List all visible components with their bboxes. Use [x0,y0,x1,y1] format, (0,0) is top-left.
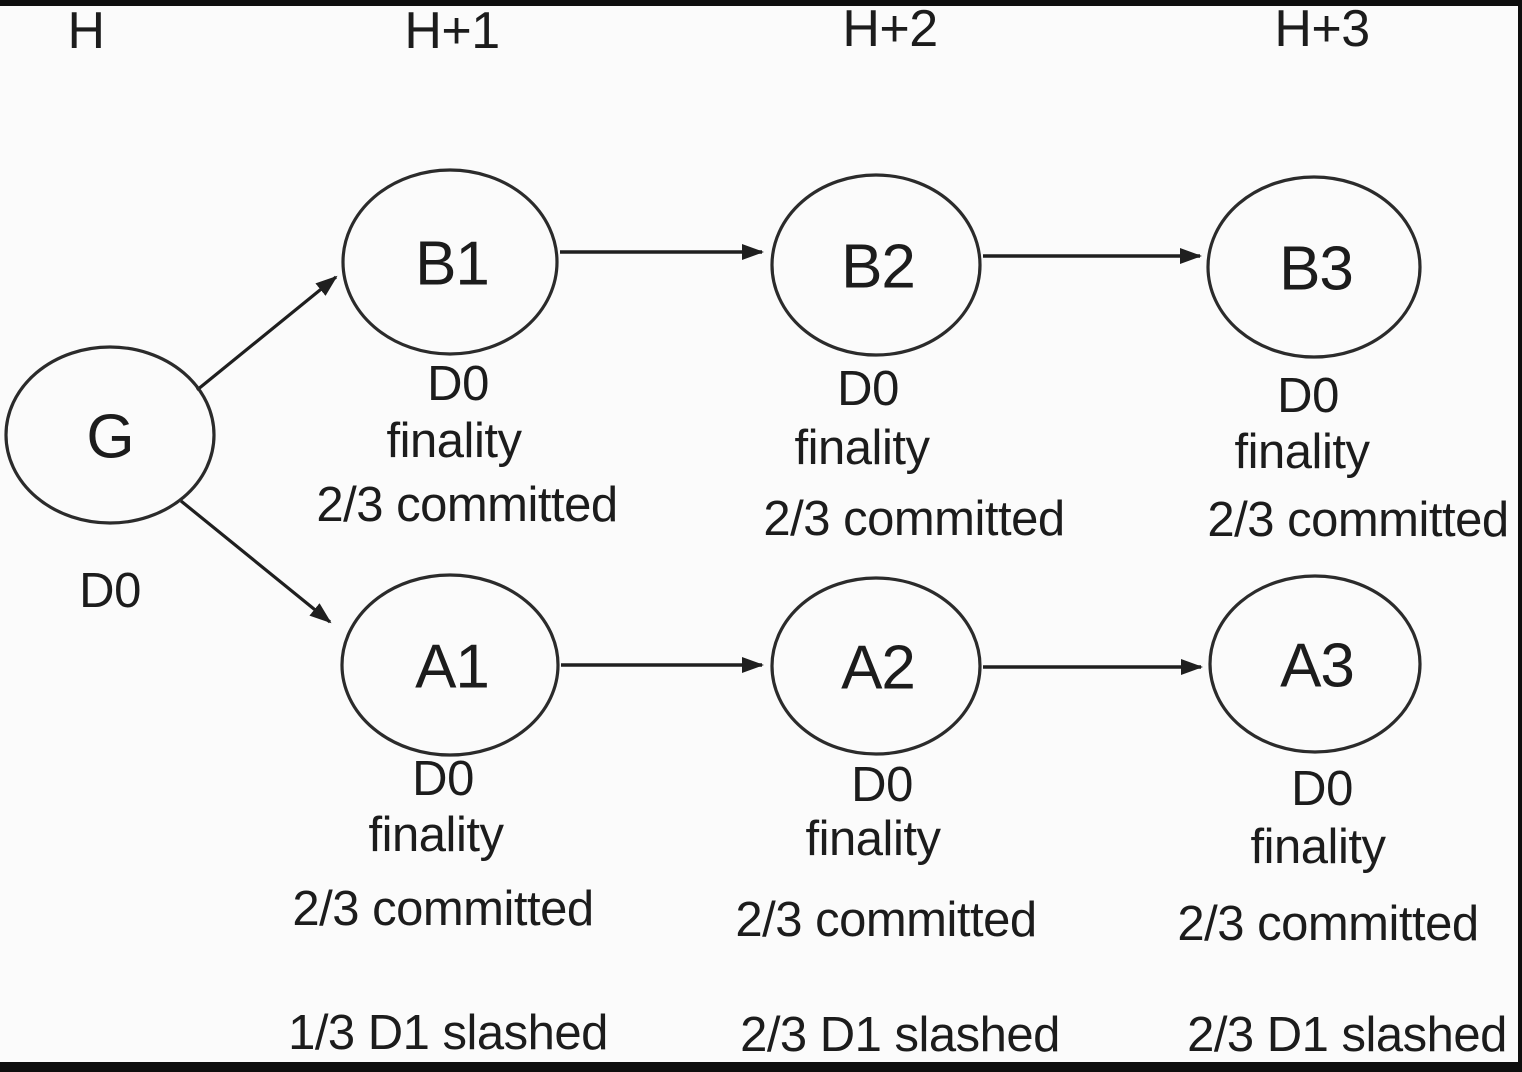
b3-deposit-label: D0 [1277,369,1339,423]
b2-deposit-label: D0 [837,362,899,416]
a1-finality-label: finality [368,808,504,862]
node-a2-label: A2 [841,633,916,703]
timeline-label-h: H [67,2,105,60]
a2-slashed-label: 2/3 D1 slashed [740,1008,1060,1062]
b1-deposit-label: D0 [427,357,489,411]
node-b2-label: B2 [841,232,916,302]
genesis-deposit-label: D0 [79,564,141,618]
node-a1-label: A1 [415,632,490,702]
b3-finality-label: finality [1234,425,1370,479]
a3-slashed-label: 2/3 D1 slashed [1187,1008,1507,1062]
frame-right-edge [1518,0,1522,1072]
node-a3-ellipse [1208,574,1422,754]
timeline-label-h3: H+3 [1274,0,1370,58]
a3-finality-label: finality [1250,820,1386,874]
node-a3-label: A3 [1280,631,1355,701]
a1-slashed-label: 1/3 D1 slashed [288,1006,608,1060]
timeline-label-h2: H+2 [842,0,938,58]
timeline-label-h1: H+1 [404,2,500,60]
node-g-label: G [86,402,134,472]
a1-deposit-label: D0 [412,752,474,806]
node-g-ellipse [4,345,216,525]
node-b1-ellipse [341,168,559,356]
node-b3-label: B3 [1279,234,1354,304]
edge-g-to-a1 [179,499,332,624]
a1-committed-label: 2/3 committed [292,882,594,936]
frame-top-edge [0,0,1522,6]
a2-finality-label: finality [805,812,941,866]
b3-committed-label: 2/3 committed [1207,493,1509,547]
a3-committed-label: 2/3 committed [1177,897,1479,951]
node-b3-ellipse [1206,175,1422,359]
b1-finality-label: finality [386,414,522,468]
a2-deposit-label: D0 [851,758,913,812]
node-b1-label: B1 [415,229,490,299]
a2-committed-label: 2/3 committed [735,893,1037,947]
b1-committed-label: 2/3 committed [316,478,618,532]
node-b2-ellipse [770,173,982,357]
frame-bottom-edge [0,1062,1522,1072]
b2-finality-label: finality [794,421,930,475]
node-a2-ellipse [770,576,982,756]
edge-g-to-b1 [195,275,338,392]
node-a1-ellipse [340,573,560,757]
b2-committed-label: 2/3 committed [763,492,1065,546]
a3-deposit-label: D0 [1291,762,1353,816]
